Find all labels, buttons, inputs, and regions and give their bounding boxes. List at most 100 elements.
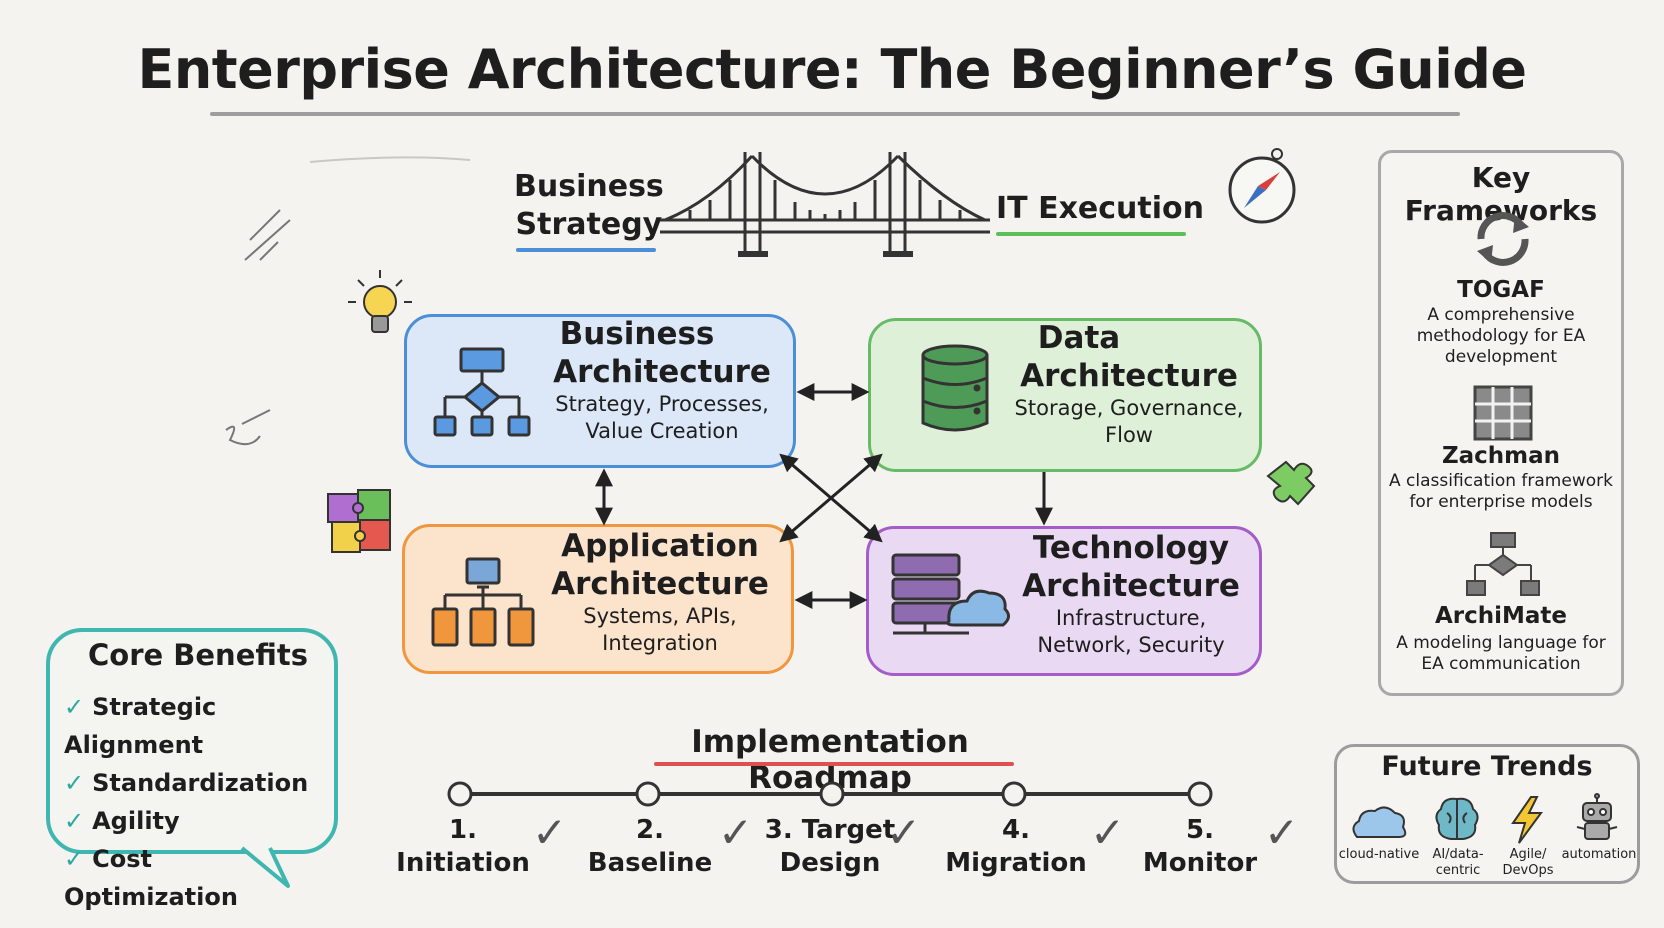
trend-label: cloud-native xyxy=(1338,847,1420,862)
benefit-label: Strategic Alignment xyxy=(64,693,217,759)
data-architecture-title-2: Architecture xyxy=(1020,358,1238,394)
business-strategy-label: Business Strategy xyxy=(514,168,664,244)
page-title: Enterprise Architecture: The Beginner’s … xyxy=(137,38,1527,101)
trend-label: AI/data- xyxy=(1432,847,1484,862)
roadmap-heading: Implementation Roadmap xyxy=(691,724,969,796)
checkmark-icon: ✓ xyxy=(64,693,85,721)
business-architecture-title-1: Business xyxy=(559,316,715,352)
hierarchy-icon xyxy=(433,347,531,437)
togaf-desc-3: development xyxy=(1444,347,1558,367)
timeline-node xyxy=(447,781,473,807)
database-icon xyxy=(921,344,989,432)
zachman-name: Zachman xyxy=(1441,443,1561,469)
benefit-item: ✓Agility xyxy=(64,802,334,840)
timeline-node xyxy=(1187,781,1213,807)
roadmap-underline xyxy=(654,762,1014,766)
step-label: 2. Baseline xyxy=(587,815,713,878)
checkmark-icon: ✓ xyxy=(64,769,85,797)
data-architecture-desc-1: Storage, Governance, xyxy=(1014,396,1244,420)
core-benefits-heading: Core Benefits xyxy=(88,638,308,672)
trend-label-line2: centric xyxy=(1435,863,1481,878)
benefit-item: ✓Strategic Alignment xyxy=(64,688,334,764)
technology-architecture-title-1: Technology xyxy=(1032,530,1230,566)
application-architecture-desc-1: Systems, APIs, xyxy=(583,604,737,628)
data-architecture-box: Data Architecture Storage, Governance, F… xyxy=(868,318,1262,472)
brain-icon xyxy=(1435,797,1479,840)
lightbulb-icon xyxy=(348,270,412,333)
benefit-item: ✓Standardization xyxy=(64,764,334,802)
technology-architecture-box: Technology Architecture Infrastructure, … xyxy=(866,526,1262,676)
checkmark-icon: ✓ xyxy=(886,808,922,857)
step-label: 1. Initiation xyxy=(396,815,530,878)
application-architecture-title-1: Application xyxy=(561,528,759,564)
timeline-node xyxy=(819,781,845,807)
bridge-icon xyxy=(660,152,990,257)
business-architecture-desc-2: Value Creation xyxy=(585,419,739,443)
trend-label-line2: DevOps xyxy=(1502,863,1554,878)
zachman-desc-2: for enterprise models xyxy=(1409,492,1593,512)
roadmap-timeline xyxy=(447,781,1213,807)
cloud-icon xyxy=(1352,806,1407,838)
roadmap-step-3: 3. Target Design xyxy=(760,814,900,880)
application-icon xyxy=(431,557,535,647)
business-strategy-line2: Strategy xyxy=(515,207,663,242)
trend-label: automation xyxy=(1561,847,1637,862)
puzzle-icon-colorful xyxy=(327,489,391,553)
application-architecture-title-2: Architecture xyxy=(551,566,769,602)
technology-architecture-desc-1: Infrastructure, xyxy=(1055,606,1207,630)
benefit-item: ✓Cost Optimization xyxy=(64,840,334,916)
roadmap-step-1: 1. Initiation xyxy=(388,814,538,880)
checkmark-icon: ✓ xyxy=(1090,808,1126,857)
it-execution-label: IT Execution xyxy=(996,191,1204,226)
timeline-node xyxy=(1001,781,1027,807)
roadmap-step-4: 4. Migration xyxy=(936,814,1096,880)
togaf-desc-2: methodology for EA xyxy=(1416,326,1586,346)
grid-icon xyxy=(1473,385,1533,441)
core-benefits-panel: Core Benefits ✓Strategic Alignment ✓Stan… xyxy=(46,628,338,911)
business-architecture-box: Business Architecture Strategy, Processe… xyxy=(404,314,796,468)
application-architecture-box: Application Architecture Systems, APIs, … xyxy=(402,524,794,674)
business-architecture-desc-1: Strategy, Processes, xyxy=(555,392,769,416)
compass-icon xyxy=(1228,148,1296,224)
roadmap-step-5: 5. Monitor xyxy=(1130,814,1270,880)
business-architecture-title-2: Architecture xyxy=(553,354,771,390)
checkmark-icon: ✓ xyxy=(532,808,568,857)
timeline-node xyxy=(635,781,661,807)
robot-icon xyxy=(1576,793,1618,840)
technology-architecture-title-2: Architecture xyxy=(1022,568,1240,604)
it-underline xyxy=(996,232,1186,236)
zachman-desc-1: A classification framework xyxy=(1389,471,1613,491)
step-label: 5. Monitor xyxy=(1142,815,1258,878)
archimate-desc-1: A modeling language for xyxy=(1396,633,1606,653)
server-cloud-icon xyxy=(891,553,1010,635)
benefit-label: Cost Optimization xyxy=(64,845,238,911)
trend-label: Agile/ xyxy=(1509,847,1547,862)
togaf-name: TOGAF xyxy=(1457,277,1545,303)
cycle-arrows-icon xyxy=(1477,212,1529,266)
speech-bubble-tail xyxy=(240,846,290,888)
application-architecture-desc-2: Integration xyxy=(602,631,718,655)
title-underline xyxy=(210,112,1460,116)
data-architecture-title-1: Data xyxy=(1037,320,1121,356)
archimate-desc-2: EA communication xyxy=(1421,654,1581,674)
lightning-icon xyxy=(1511,796,1543,844)
step-label: 4. Migration xyxy=(945,815,1087,878)
step-label-line2: Design xyxy=(779,848,881,878)
togaf-desc-1: A comprehensive xyxy=(1427,305,1575,325)
business-strategy-line1: Business xyxy=(514,169,664,204)
flowchart-icon xyxy=(1466,532,1540,596)
checkmark-icon: ✓ xyxy=(64,807,85,835)
checkmark-icon: ✓ xyxy=(1264,808,1300,857)
future-trends-panel: Future Trends cloud-native AI/data- cent… xyxy=(1334,744,1640,884)
core-benefits-list: ✓Strategic Alignment ✓Standardization ✓A… xyxy=(64,688,334,916)
technology-architecture-desc-2: Network, Security xyxy=(1037,633,1225,657)
arrow-application-data xyxy=(779,453,883,543)
benefit-label: Standardization xyxy=(92,769,309,797)
archimate-name: ArchiMate xyxy=(1434,603,1568,629)
step-label: 3. Target xyxy=(764,815,896,845)
puzzle-icon-green xyxy=(1266,460,1316,506)
key-frameworks-panel: Key Frameworks TOGAF A comprehensive met… xyxy=(1378,150,1624,696)
strategy-underline xyxy=(516,248,656,252)
checkmark-icon: ✓ xyxy=(718,808,754,857)
